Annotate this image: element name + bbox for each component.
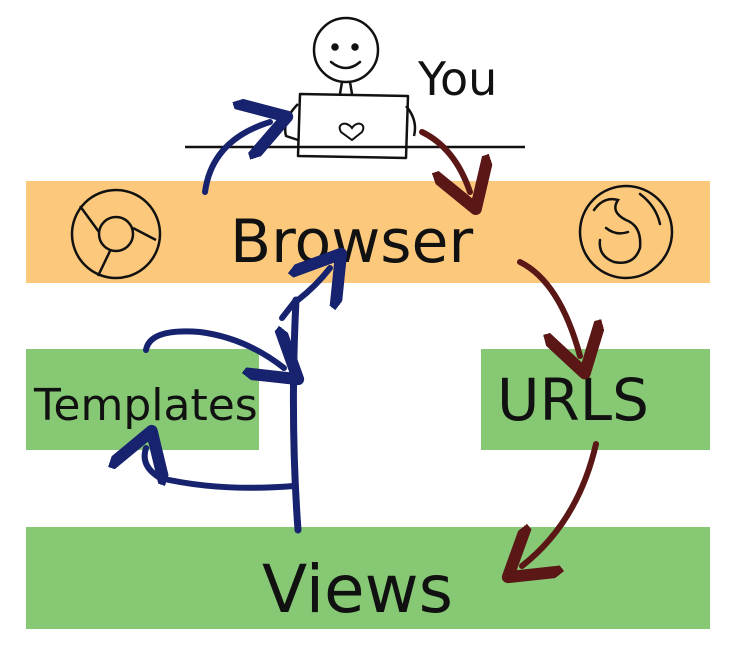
views-label: Views: [262, 551, 453, 628]
arrow-templates-to-trunk: [143, 331, 284, 368]
person-icon: [312, 16, 380, 96]
arrow-browser-to-urls: [517, 259, 580, 356]
arrow-views-trunk: [289, 296, 302, 534]
firefox-icon: [578, 184, 674, 280]
templates-label: Templates: [33, 380, 258, 431]
urls-label: URLS: [497, 366, 649, 434]
heart-icon: [338, 122, 365, 142]
arrow-laptop-to-browser: [419, 129, 470, 192]
arrow-browser-to-you: [202, 122, 270, 195]
views-band: [26, 527, 710, 629]
arrow-urls-to-views: [522, 441, 599, 566]
you-label: You: [417, 52, 497, 106]
arrow-trunk-to-templates: [145, 448, 297, 491]
chrome-icon: [70, 188, 162, 280]
browser-label: Browser: [230, 207, 473, 277]
arrow-views-to-browser-right: [298, 268, 330, 300]
